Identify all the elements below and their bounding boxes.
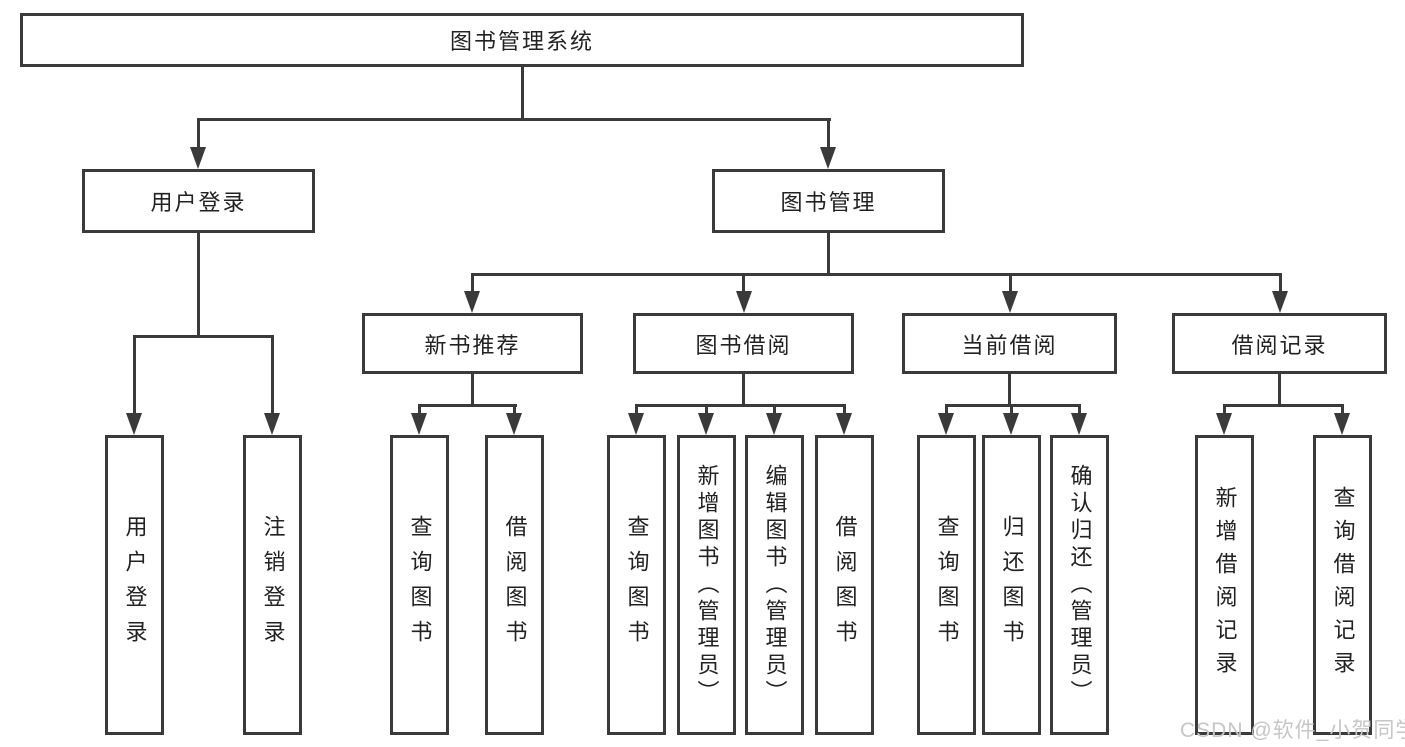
- node-borrow-record: 借阅记录: [1172, 313, 1387, 374]
- arrow-down-icon: [1071, 413, 1087, 435]
- arrow-down-icon: [264, 413, 280, 435]
- arrow-down-icon: [190, 147, 206, 169]
- connector-line: [1223, 404, 1344, 407]
- arrow-down-icon: [1272, 291, 1288, 313]
- connector-line: [827, 233, 830, 275]
- node-user-login-label: 用户登录: [150, 190, 247, 215]
- leaf-label: 确认归还（管理员）: [1067, 463, 1093, 707]
- connector-line: [945, 404, 1081, 407]
- leaf-label: 借阅图书: [502, 515, 528, 655]
- leaf-label: 编辑图书（管理员）: [762, 463, 788, 707]
- arrow-down-icon: [464, 291, 480, 313]
- leaf-book-borrow-query: 查询图书: [607, 435, 666, 735]
- connector-line: [635, 404, 846, 407]
- leaf-label: 新增借阅记录: [1212, 486, 1238, 684]
- connector-line: [635, 404, 638, 415]
- arrow-down-icon: [411, 413, 427, 435]
- leaf-borrow-record-query: 查询借阅记录: [1313, 435, 1372, 735]
- leaf-label: 查询图书: [407, 515, 433, 655]
- connector-line: [1078, 404, 1081, 415]
- arrow-down-icon: [820, 147, 836, 169]
- csdn-watermark: CSDN @软件_小贺同学: [1180, 719, 1405, 742]
- leaf-new-book-query: 查询图书: [390, 435, 449, 735]
- leaf-book-borrow-borrow: 借阅图书: [815, 435, 874, 735]
- connector-line: [773, 404, 776, 415]
- arrow-down-icon: [698, 413, 714, 435]
- node-book-borrow-label: 图书借阅: [695, 332, 792, 358]
- leaf-current-borrow-query: 查询图书: [917, 435, 976, 735]
- arrow-down-icon: [938, 413, 954, 435]
- connector-line: [1223, 404, 1226, 415]
- connector-line: [471, 374, 474, 406]
- node-current-borrow: 当前借阅: [902, 313, 1117, 374]
- connector-line: [513, 404, 516, 415]
- connector-line: [418, 404, 517, 407]
- leaf-book-borrow-edit-admin: 编辑图书（管理员）: [745, 435, 804, 735]
- leaf-book-borrow-add-admin: 新增图书（管理员）: [677, 435, 736, 735]
- arrow-down-icon: [1003, 413, 1019, 435]
- node-book-mgmt: 图书管理: [712, 169, 945, 233]
- arrow-down-icon: [736, 291, 752, 313]
- node-user-login: 用户登录: [82, 169, 315, 233]
- connector-line: [742, 273, 745, 293]
- arrow-down-icon: [628, 413, 644, 435]
- arrow-down-icon: [1002, 291, 1018, 313]
- leaf-user-login-login: 用户登录: [105, 435, 164, 735]
- node-root-label: 图书管理系统: [449, 29, 594, 54]
- connector-line: [197, 118, 200, 149]
- connector-line: [843, 404, 846, 415]
- connector-line: [133, 335, 136, 415]
- connector-line: [1009, 273, 1012, 293]
- connector-line: [271, 335, 274, 415]
- connector-line: [1010, 404, 1013, 415]
- connector-line: [1341, 404, 1344, 415]
- leaf-label: 查询图书: [934, 515, 960, 655]
- connector-line: [705, 404, 708, 415]
- leaf-current-borrow-return: 归还图书: [982, 435, 1041, 735]
- arrow-down-icon: [1334, 413, 1350, 435]
- leaf-new-book-borrow: 借阅图书: [485, 435, 544, 735]
- arrow-down-icon: [126, 413, 142, 435]
- node-book-mgmt-label: 图书管理: [780, 190, 877, 215]
- connector-line: [1008, 374, 1011, 406]
- connector-line: [133, 335, 274, 338]
- leaf-label: 查询图书: [624, 515, 650, 655]
- node-current-borrow-label: 当前借阅: [961, 332, 1058, 358]
- connector-line: [1279, 273, 1282, 293]
- connector-line: [945, 404, 948, 415]
- leaf-label: 查询借阅记录: [1330, 486, 1356, 684]
- arrow-down-icon: [766, 413, 782, 435]
- connector-line: [197, 118, 831, 121]
- leaf-label: 归还图书: [999, 515, 1025, 655]
- connector-line: [1278, 374, 1281, 406]
- leaf-current-borrow-confirm-admin: 确认归还（管理员）: [1050, 435, 1109, 735]
- node-borrow-record-label: 借阅记录: [1231, 332, 1328, 358]
- arrow-down-icon: [836, 413, 852, 435]
- connector-line: [418, 404, 421, 415]
- leaf-user-login-logout: 注销登录: [243, 435, 302, 735]
- node-new-book: 新书推荐: [362, 313, 583, 374]
- arrow-down-icon: [506, 413, 522, 435]
- leaf-label: 用户登录: [122, 515, 148, 655]
- arrow-down-icon: [1216, 413, 1232, 435]
- connector-line: [521, 67, 524, 118]
- node-book-borrow: 图书借阅: [633, 313, 854, 374]
- leaf-borrow-record-add: 新增借阅记录: [1195, 435, 1254, 735]
- node-new-book-label: 新书推荐: [424, 332, 521, 358]
- node-root: 图书管理系统: [20, 13, 1024, 67]
- leaf-label: 借阅图书: [832, 515, 858, 655]
- leaf-label: 注销登录: [260, 515, 286, 655]
- connector-line: [742, 374, 745, 406]
- connector-line: [827, 118, 830, 149]
- connector-line: [197, 233, 200, 337]
- connector-line: [471, 273, 1282, 276]
- connector-line: [471, 273, 474, 293]
- leaf-label: 新增图书（管理员）: [694, 463, 720, 707]
